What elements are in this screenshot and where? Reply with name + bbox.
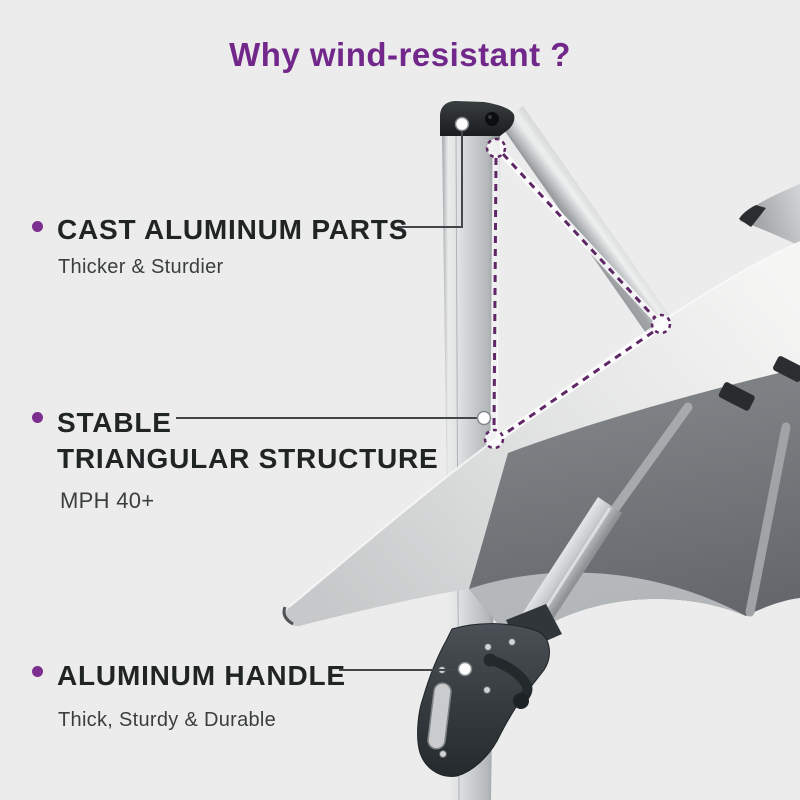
handle-body [417,623,550,777]
callout-heading-cast-aluminum-parts: CAST ALUMINUM PARTS [57,214,409,245]
leader-dot-pole [476,410,492,426]
crank-handle-assembly [417,623,550,777]
callout-heading-stable-triangular-structure: STABLE TRIANGULAR STRUCTURE [57,405,439,477]
callout-sub-aluminum-handle: Thick, Sturdy & Durable [58,709,277,731]
leader-line-cast-aluminum [397,131,463,228]
leader-lines [176,131,478,671]
callout-heading-aluminum-handle: ALUMINUM HANDLE [57,660,346,691]
crank-hub [483,653,497,667]
crank-knob [513,693,529,709]
callout-heading-line2: TRIANGULAR STRUCTURE [57,443,439,474]
crank-lever [485,655,533,703]
leader-dot-cap [454,116,470,132]
rib-bracket [718,382,755,411]
callout-sub-cast-aluminum-parts: Thicker & Sturdier [58,256,224,278]
canopy-far-corner [739,184,800,246]
handle-grip-slot [427,682,452,750]
page-title: Why wind-resistant ? [229,36,571,73]
rib-bracket [773,356,800,382]
bullet-icon [32,666,43,677]
triangle-side-arm [501,152,656,319]
top-cap [440,101,515,136]
bullet-icon [32,412,43,423]
bullet-icon [32,221,43,232]
triangle-side-pole [492,157,498,430]
callout-sub-stable-triangular-structure: MPH 40+ [60,488,155,513]
canopy-rib [745,422,791,617]
leader-dots [454,116,492,677]
triangle-corner-circles [483,137,672,450]
triangle-side-canopy [502,330,654,437]
triangle-annotation [483,137,672,450]
leader-dot-handle [457,661,473,677]
callout-heading-line1: STABLE [57,407,172,438]
canopy-tip [282,606,294,626]
